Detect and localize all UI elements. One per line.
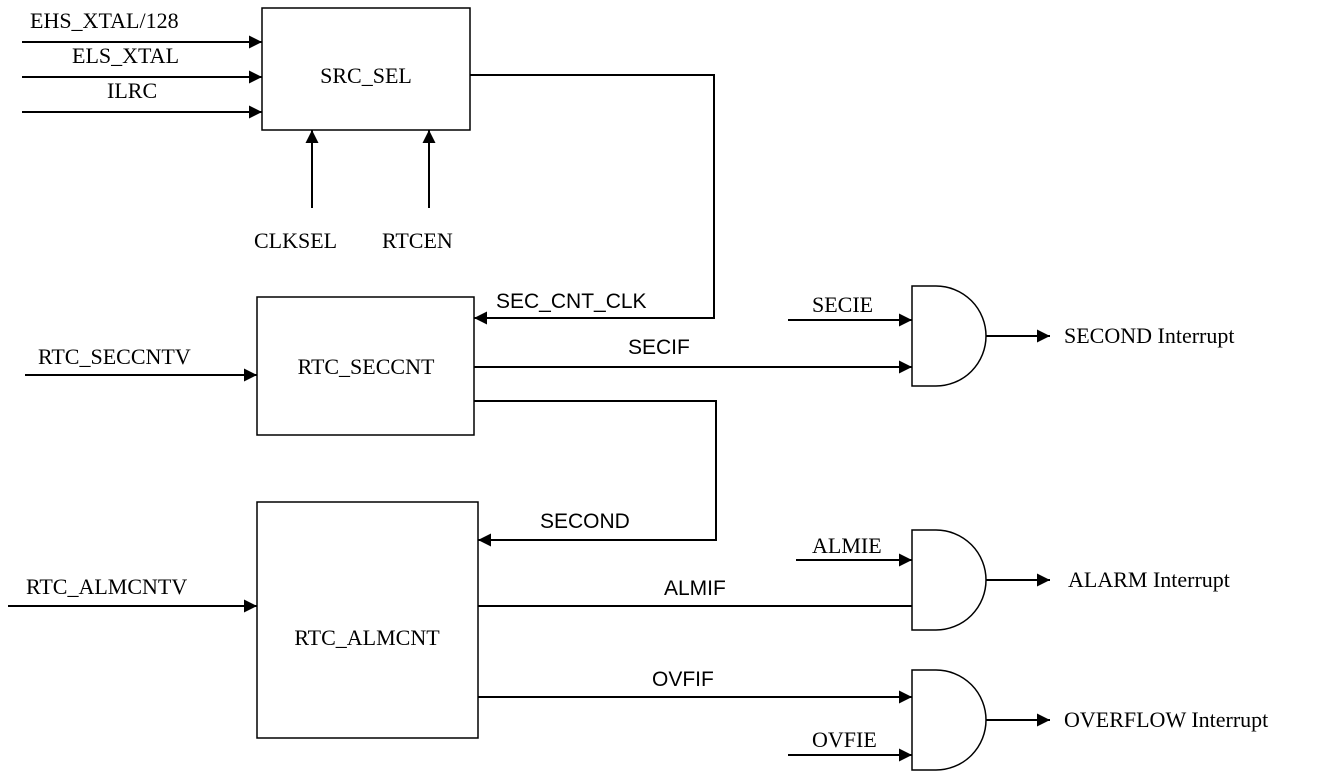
overflow-int-label: OVERFLOW Interrupt xyxy=(1064,707,1268,732)
ilrc-label: ILRC xyxy=(107,78,157,103)
secif-label: SECIF xyxy=(628,336,690,359)
ehs-xtal-label: EHS_XTAL/128 xyxy=(30,8,179,33)
almie-label: ALMIE xyxy=(812,533,882,558)
second-int-label: SECOND Interrupt xyxy=(1064,323,1234,348)
ovfie-label: OVFIE xyxy=(812,727,877,752)
secie-label: SECIE xyxy=(812,292,873,317)
sec-cnt-clk-wire xyxy=(470,74,715,325)
rtc-almcnt-label: RTC_ALMCNT xyxy=(294,625,440,650)
src-sel-block xyxy=(261,7,471,131)
sec-cnt-clk-label: SEC_CNT_CLK xyxy=(496,290,647,313)
rtc-seccnt-block xyxy=(256,296,475,436)
els-xtal-label: ELS_XTAL xyxy=(72,43,179,68)
almcntv-label: RTC_ALMCNTV xyxy=(26,574,187,599)
ovfif-label: OVFIF xyxy=(652,668,714,691)
second-and-gate xyxy=(911,285,987,387)
alarm-int-label: ALARM Interrupt xyxy=(1068,567,1230,592)
clksel-label: CLKSEL xyxy=(254,228,337,253)
seccntv-label: RTC_SECCNTV xyxy=(38,344,191,369)
almif-label: ALMIF xyxy=(664,577,726,600)
alarm-and-gate xyxy=(911,529,987,631)
second-label: SECOND xyxy=(540,510,630,533)
rtc-seccnt-label: RTC_SECCNT xyxy=(298,354,435,379)
second-wire xyxy=(474,400,717,547)
src-sel-label: SRC_SEL xyxy=(320,63,412,88)
rtc-almcnt-block xyxy=(256,501,479,739)
rtcen-label: RTCEN xyxy=(382,228,453,253)
overflow-and-gate xyxy=(911,669,987,771)
